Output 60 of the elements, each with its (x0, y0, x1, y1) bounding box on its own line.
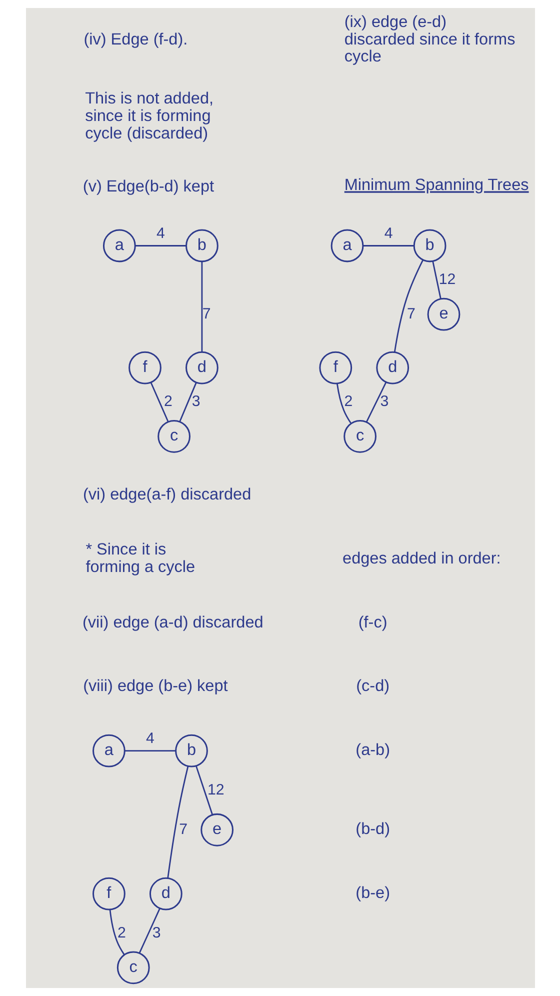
label: (v) Edge(b-d) kept (82, 177, 214, 196)
label: (vi) edge(a-f) discarded (82, 485, 251, 504)
node-circle: b (174, 734, 208, 768)
label: (iv) Edge (f-d). (83, 30, 188, 48)
edge-label: 2 (117, 924, 126, 942)
label: (f-c) (358, 613, 387, 632)
connector (138, 908, 160, 954)
label: Minimum Spanning Trees (344, 176, 528, 194)
node-circle: c (343, 420, 376, 453)
edge-label: 3 (152, 924, 160, 942)
edge-label: 3 (380, 393, 388, 410)
edge-label: 4 (156, 225, 164, 242)
node-circle: d (376, 351, 409, 384)
node-circle: a (102, 229, 136, 262)
connector (150, 382, 168, 422)
label: (a-b) (355, 741, 390, 760)
node-circle: e (426, 298, 460, 331)
node-circle: d (148, 877, 182, 910)
node-circle: f (128, 351, 161, 384)
label: edges added in order: (342, 549, 500, 568)
node-circle: b (412, 229, 446, 262)
edge-label: 2 (344, 393, 352, 410)
connector (195, 766, 213, 815)
connector (108, 910, 124, 955)
node-circle: e (200, 813, 233, 846)
edge-label: 7 (178, 820, 188, 838)
edge-label: 2 (164, 393, 172, 410)
connector (178, 382, 196, 422)
connector (394, 260, 423, 352)
node-circle: f (92, 877, 125, 910)
node-circle: b (185, 229, 218, 262)
node-circle: c (157, 420, 190, 453)
label: * Since it is forming a cycle (85, 540, 195, 576)
connector (134, 245, 186, 246)
connector (432, 261, 441, 299)
edge-label: 12 (438, 270, 456, 288)
connector (362, 245, 414, 246)
label: (c-d) (356, 677, 390, 696)
edge-label: 4 (384, 225, 392, 242)
label: (b-e) (355, 884, 390, 902)
edge-label: 4 (146, 730, 154, 748)
connector (200, 262, 202, 352)
edge-label: 7 (202, 305, 210, 322)
node-circle: a (92, 734, 125, 768)
connector (166, 766, 188, 878)
edge-label: 3 (191, 393, 200, 410)
label: This is not added, since it is forming cycle (discarded) (84, 90, 214, 142)
label: (viii) edge (b-e) kept (82, 677, 228, 696)
node-circle: c (116, 951, 150, 984)
edge-label: 7 (406, 305, 415, 322)
edge-label: 12 (206, 781, 224, 798)
connector (124, 750, 176, 752)
node-circle: d (185, 351, 218, 384)
label: (vii) edge (a-d) discarded (82, 613, 263, 632)
label: (ix) edge (e-d) discarded since it forms cycle (344, 12, 515, 66)
connector (366, 382, 386, 422)
connector (336, 383, 351, 424)
node-circle: f (318, 351, 352, 384)
node-circle: a (330, 229, 364, 262)
label: (b-d) (355, 820, 390, 838)
